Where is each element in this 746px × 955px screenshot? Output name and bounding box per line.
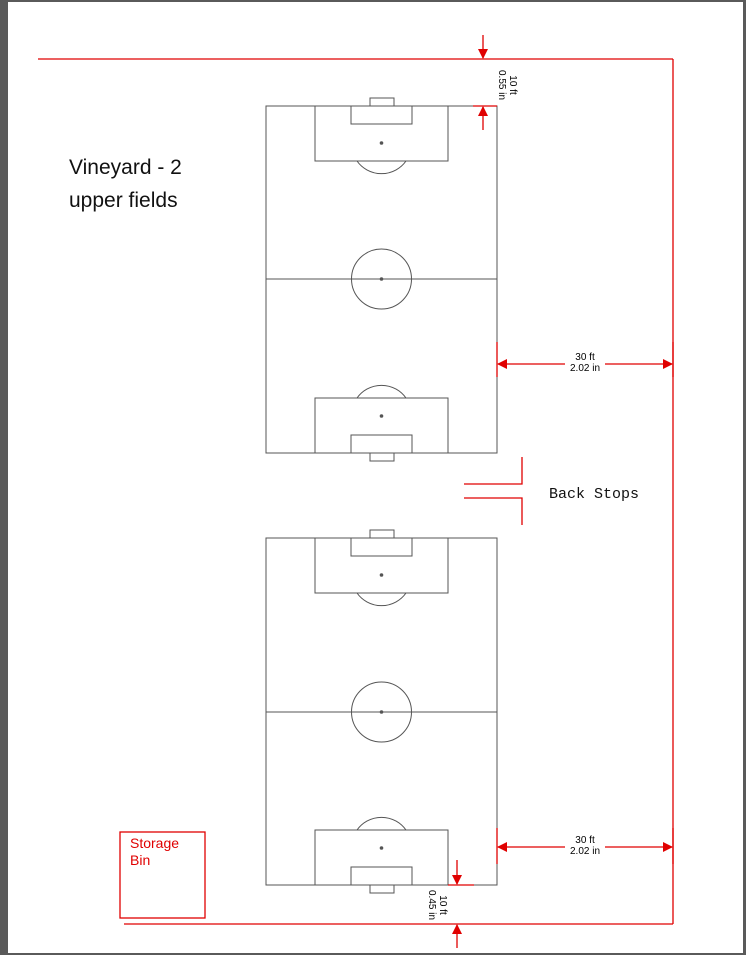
upper-side-feet: 30 ft (575, 352, 595, 363)
upper-field-center-circle (351, 248, 412, 310)
upper-field-top-penalty-arc (356, 160, 407, 175)
lower-field-bottom-goal (369, 884, 395, 894)
lower-field-top-goal-area (350, 537, 413, 557)
boundary-lines (38, 58, 674, 925)
lower-field-bottom-penalty-arc (356, 816, 407, 831)
lower-side-inches: 2.02 in (569, 846, 601, 857)
lower-field-bottom-penalty-spot (379, 846, 384, 850)
lower-field-center-circle (351, 681, 412, 743)
upper-field-top-goal (369, 97, 395, 107)
lower-field-center-spot (379, 710, 384, 714)
page-title-line-1: Vineyard - 2 (69, 156, 182, 179)
back-stops-label: Back Stops (549, 486, 640, 503)
upper-field-bottom-penalty-arc (356, 384, 407, 399)
field-layout-diagram (38, 35, 674, 948)
back-stops (464, 457, 523, 525)
top-gap-dimension-label: 10 ft 0.55 in (496, 65, 518, 105)
storage-bin-label-line-2: Bin (130, 852, 151, 868)
drawing-page: Vineyard - 2 upper fields Back Stops Sto… (8, 2, 743, 953)
lower-field-bottom-penalty-area (314, 829, 449, 886)
upper-field-top-penalty-spot (379, 141, 384, 145)
back-stop-upper (464, 457, 523, 485)
lower-field (265, 529, 498, 894)
upper-field-top-penalty-area (314, 105, 449, 162)
bottom-gap-feet: 10 ft (437, 895, 448, 915)
upper-field-bottom-goal (369, 452, 395, 462)
back-stop-lower (464, 497, 523, 525)
upper-side-inches: 2.02 in (569, 363, 601, 374)
upper-field-center-spot (379, 277, 384, 281)
top-gap-inches: 0.55 in (496, 69, 507, 101)
top-gap-feet: 10 ft (507, 75, 518, 95)
lower-field-top-goal (369, 529, 395, 539)
lower-field-bottom-goal-area (350, 866, 413, 886)
upper-field-top-goal-area (350, 105, 413, 125)
upper-field-bottom-goal-area (350, 434, 413, 454)
lower-field-top-penalty-spot (379, 573, 384, 577)
upper-side-dimension-label: 30 ft 2.02 in (565, 352, 605, 374)
lower-field-top-penalty-arc (356, 592, 407, 607)
dimension-top-gap (473, 35, 497, 130)
lower-side-dimension-label: 30 ft 2.02 in (565, 835, 605, 857)
storage-bin (119, 831, 206, 919)
upper-field-bottom-penalty-spot (379, 414, 384, 418)
page-title-line-2: upper fields (69, 189, 178, 212)
upper-field (265, 97, 498, 462)
bottom-gap-dimension-label: 10 ft 0.45 in (426, 885, 448, 925)
storage-bin-label-line-1: Storage (130, 835, 180, 851)
upper-field-bottom-penalty-area (314, 397, 449, 454)
bottom-gap-inches: 0.45 in (426, 889, 437, 921)
dimension-bottom-gap (448, 860, 474, 948)
lower-side-feet: 30 ft (575, 835, 595, 846)
lower-field-top-penalty-area (314, 537, 449, 594)
storage-bin-label: Storage Bin (130, 835, 179, 869)
